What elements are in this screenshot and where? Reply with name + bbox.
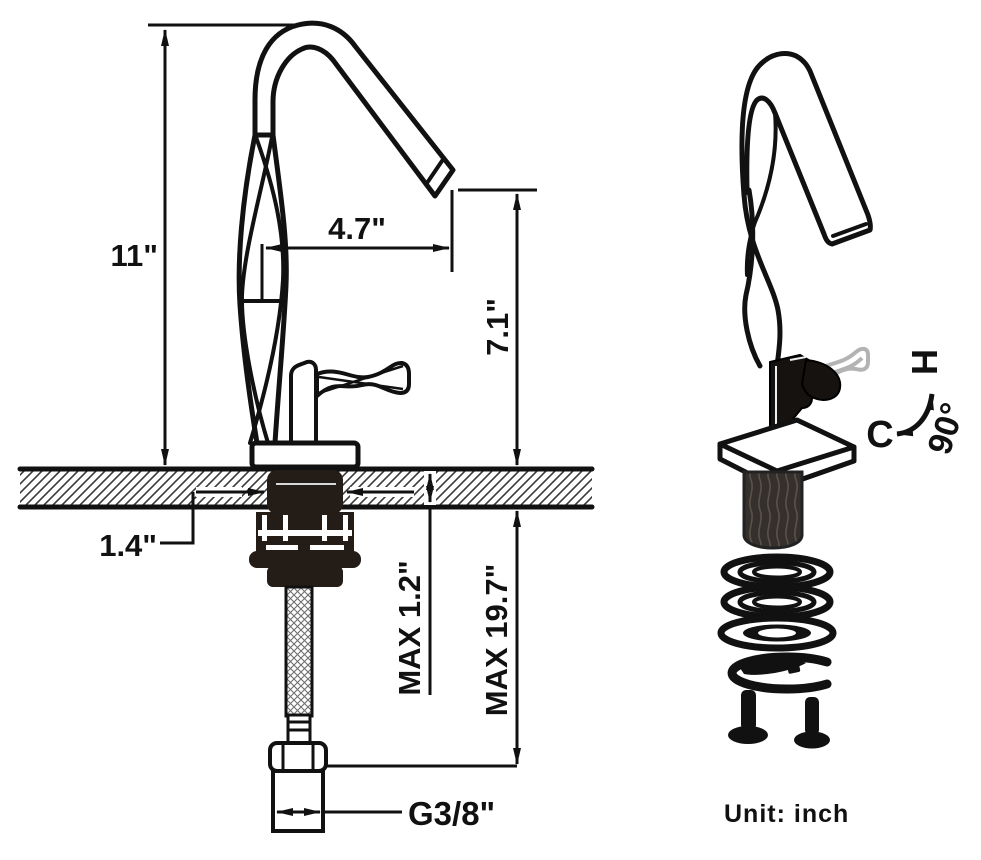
thread-connector <box>271 769 325 833</box>
handle <box>289 359 411 445</box>
dim-spout-reach: 4.7" <box>260 190 454 300</box>
dim-label-max-hose-length: MAX 19.7" <box>479 564 514 717</box>
exploded-body-twist <box>741 111 783 369</box>
spout-tip-edge <box>425 156 446 185</box>
dim-label-supply-thread: G3/8" <box>408 795 495 832</box>
handle-cube <box>769 353 842 434</box>
cold-label: C <box>866 414 893 456</box>
dim-spout-height: 7.1" <box>458 188 537 466</box>
mounting-assembly <box>249 470 361 587</box>
rotation-arrow <box>896 393 935 437</box>
dim-label-spout-height: 7.1" <box>480 298 515 356</box>
unit-note: Unit: inch <box>724 800 849 828</box>
spout-ribbon-endcap <box>831 222 868 238</box>
screw-1 <box>728 690 768 744</box>
hex-connector <box>268 741 328 773</box>
front-view: 11" 4.7" 7.1" 1.4" <box>17 20 595 833</box>
washer-1 <box>720 553 834 591</box>
base-plate <box>249 440 361 470</box>
spout-ribbon <box>739 51 873 247</box>
mounting-flange <box>249 551 361 568</box>
dim-label-mounting-hole: 1.4" <box>99 528 157 563</box>
supply-hose <box>268 585 328 833</box>
dim-overall-height: 11" <box>111 23 298 466</box>
dim-label-overall-height: 11" <box>111 238 158 273</box>
mounting-shank <box>267 470 343 514</box>
threaded-shank <box>742 470 804 550</box>
hose-braid <box>284 585 314 718</box>
handle-cube-lever <box>800 358 842 401</box>
c-clip-washer <box>727 652 832 694</box>
dimensions: 11" 4.7" 7.1" 1.4" <box>99 23 537 832</box>
hex-facets <box>281 745 315 769</box>
handle-post <box>289 359 318 445</box>
dim-mounting-hole: 1.4" <box>99 487 414 563</box>
dim-max-deck-thickness: MAX 1.2" <box>392 471 436 696</box>
washer-3 <box>717 614 837 652</box>
spout-outline <box>252 20 456 199</box>
washer-2 <box>720 583 834 621</box>
dim-label-spout-reach: 4.7" <box>328 211 386 246</box>
handle-rotation-indicator: H C 90° <box>866 349 972 459</box>
handle-lever-twist-lines <box>318 364 404 395</box>
hot-label: H <box>904 349 945 375</box>
faucet-body-twist <box>236 132 289 446</box>
dim-max-hose-length: MAX 19.7" <box>327 510 521 768</box>
collar-ridges <box>288 720 310 732</box>
exploded-view: H C 90° Unit: inch <box>717 51 973 828</box>
screw-2 <box>794 697 830 749</box>
mounting-block <box>267 566 343 587</box>
dim-supply-thread: G3/8" <box>276 795 495 832</box>
dim-label-max-deck-thickness: MAX 1.2" <box>392 560 427 695</box>
